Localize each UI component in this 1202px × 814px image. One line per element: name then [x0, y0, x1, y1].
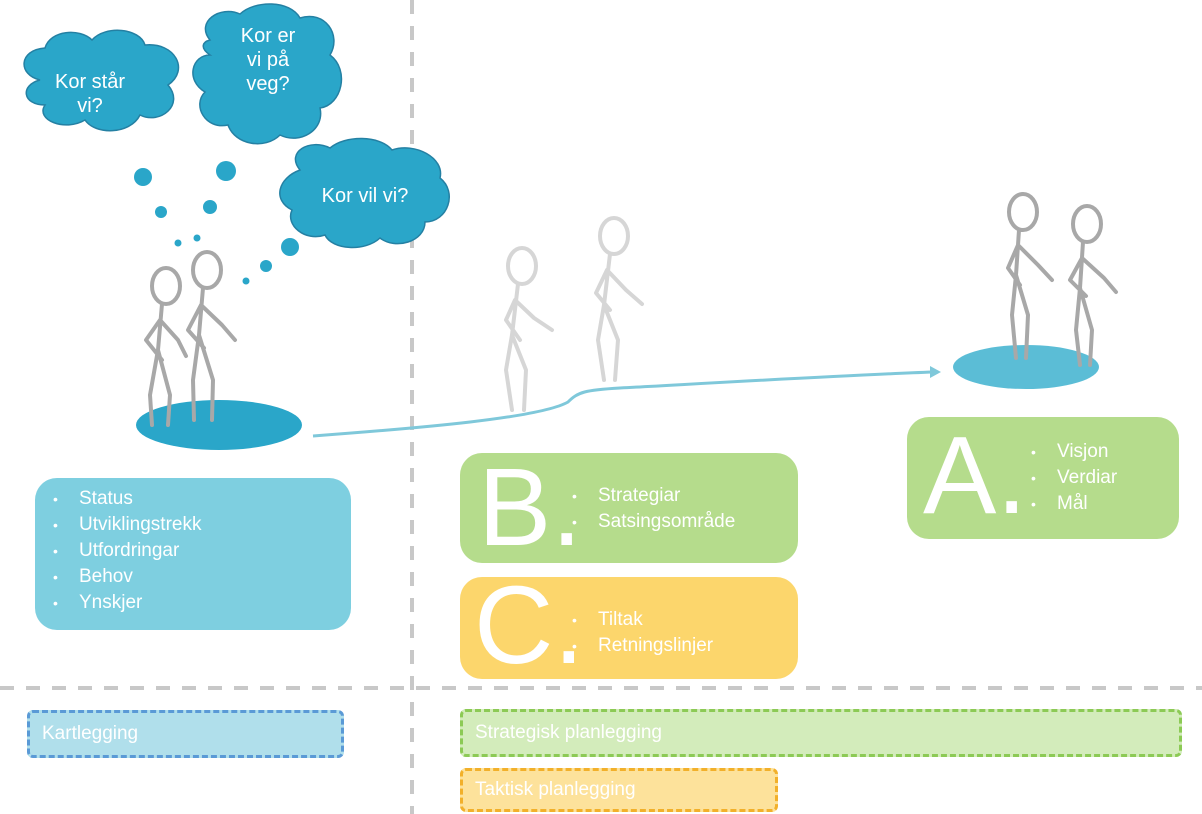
list-item: •Behov: [53, 566, 133, 587]
list-item: •Utviklingstrekk: [53, 514, 202, 535]
box-a-list: •Visjon •Verdiar •Mål: [1031, 439, 1117, 517]
box-c: C. •Tiltak •Retningslinjer: [460, 571, 798, 681]
thought-cloud-1: [23, 29, 180, 132]
list-item: •Strategiar: [572, 485, 681, 506]
box-a: A. •Visjon •Verdiar •Mål: [907, 417, 1179, 539]
box-c-list: •Tiltak •Retningslinjer: [572, 607, 713, 659]
list-item: •Visjon: [1031, 441, 1109, 462]
box-b: B. •Strategiar •Satsingsområde: [460, 453, 798, 563]
list-item: •Satsingsområde: [572, 511, 736, 532]
start-platform: [136, 400, 302, 450]
stick-figures: [144, 192, 1118, 427]
list-item: •Retningslinjer: [572, 635, 714, 656]
list-item: •Tiltak: [572, 609, 643, 630]
letter-b: B.: [478, 446, 582, 569]
list-item: •Utfordringar: [53, 540, 180, 561]
path-arrow: [312, 370, 934, 438]
letter-c: C.: [474, 564, 584, 687]
goal-platform: [953, 345, 1099, 389]
thought-bubbles: [134, 161, 299, 285]
list-item: •Ynskjer: [53, 592, 143, 613]
box-b-list: •Strategiar •Satsingsområde: [572, 483, 735, 535]
status-box: •Status •Utviklingstrekk •Utfordringar •…: [35, 478, 351, 630]
status-list: •Status •Utviklingstrekk •Utfordringar •…: [53, 486, 201, 616]
phase-strategisk-planlegging: Strategisk planlegging: [460, 709, 1182, 757]
cloud-3-text: Kor vil vi?: [321, 185, 409, 207]
thought-cloud-2: [192, 3, 343, 145]
list-item: •Status: [53, 488, 133, 509]
arrow-head: [930, 366, 941, 378]
thought-cloud-3: [279, 137, 450, 249]
letter-a: A.: [923, 414, 1027, 537]
list-item: •Verdiar: [1031, 467, 1118, 488]
phase-kartlegging: Kartlegging: [27, 710, 344, 758]
list-item: •Mål: [1031, 493, 1088, 514]
phase-taktisk-planlegging: Taktisk planlegging: [460, 768, 778, 812]
